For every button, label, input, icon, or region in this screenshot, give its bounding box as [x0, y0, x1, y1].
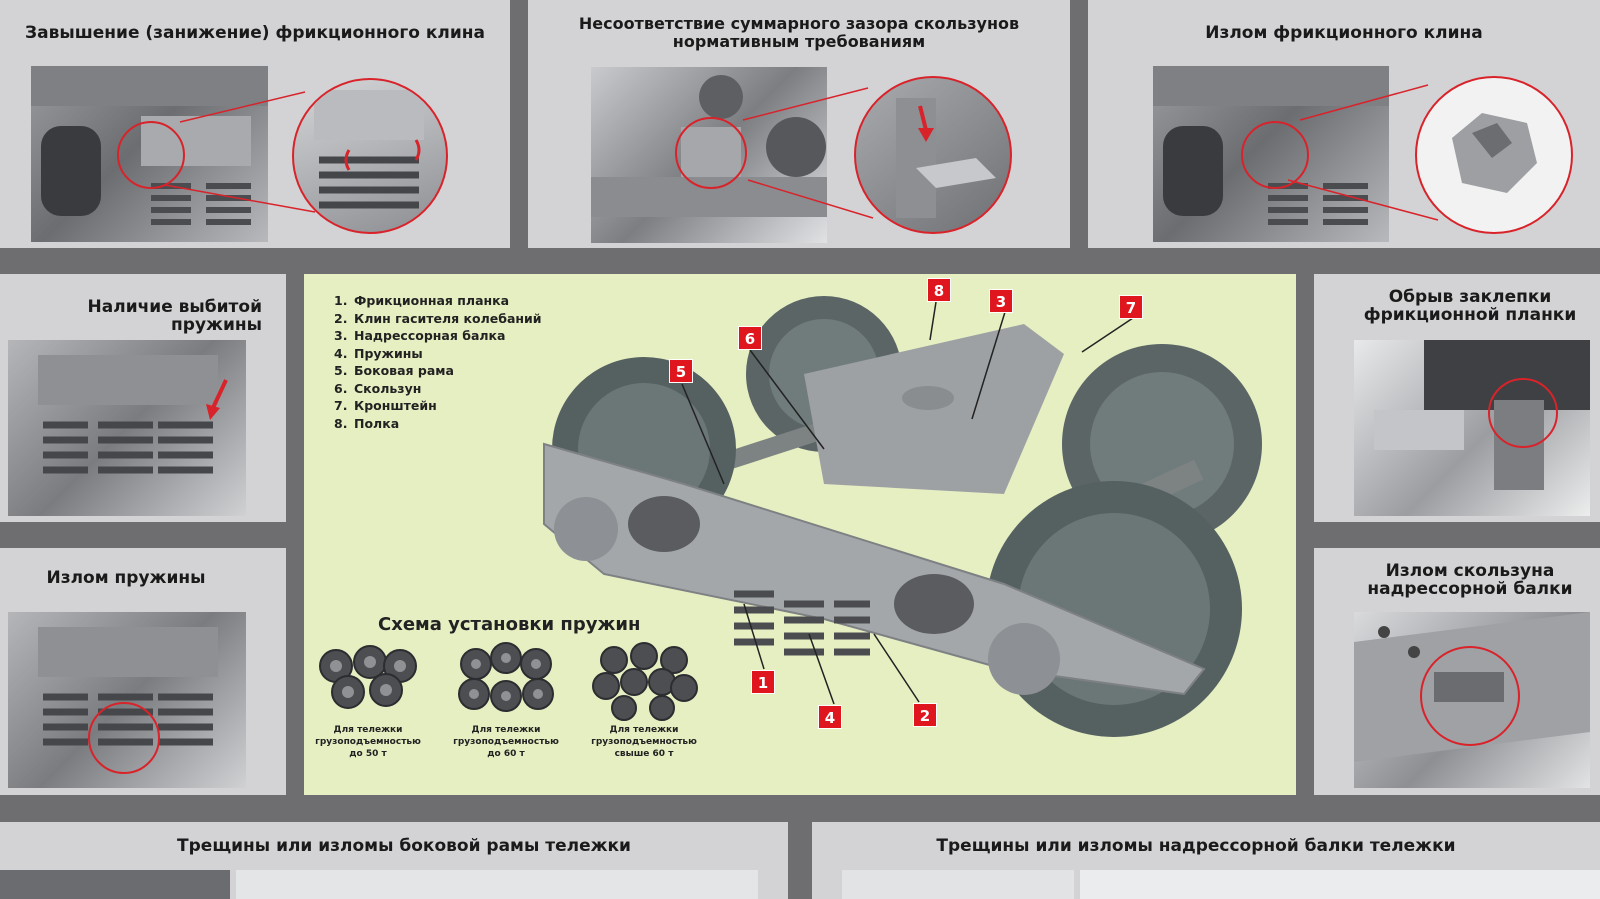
panel-title: Излом скользуна надрессорной балки: [1367, 561, 1573, 599]
legend-item: 6.Скользун: [334, 380, 422, 396]
highlight-circle: [1420, 646, 1520, 746]
bogie-photo: [1153, 66, 1389, 242]
zoom-lines: [1287, 84, 1439, 221]
legend-item: 7.Кронштейн: [334, 398, 437, 413]
spring-scheme-over-60t: Для тележки грузоподъемностью свыше 60 т: [584, 634, 704, 760]
spring-scheme-50t: Для тележки грузоподъемностью до 50 т: [308, 634, 428, 760]
bogie-illustration: [543, 296, 1262, 737]
panel-title: Трещины или изломы боковой рамы тележки: [177, 836, 631, 856]
highlight-circle: [1488, 378, 1558, 448]
part-badge-4: 4: [818, 705, 842, 729]
part-badge-6: 6: [738, 326, 762, 350]
bogie-photo: [1354, 612, 1590, 788]
spring-scheme-60t: Для тележки грузоподъемностью до 60 т: [446, 634, 566, 760]
part-badge-1: 1: [751, 670, 775, 694]
bogie-photo: [591, 67, 827, 243]
bogie-photo: [1080, 870, 1600, 899]
panel-title: Наличие выбитой пружины: [87, 297, 262, 335]
part-badge-7: 7: [1119, 295, 1143, 319]
part-badge-2: 2: [913, 703, 937, 727]
panel-title: Излом фрикционного клина: [1205, 23, 1483, 43]
panel-title: Завышение (занижение) фрикционного клина: [25, 23, 485, 43]
spring-scheme-caption: Для тележки грузоподъемностью свыше 60 т: [591, 725, 697, 759]
highlight-circle: [1241, 121, 1309, 189]
bogie-photo: [8, 340, 246, 516]
panel-title: Трещины или изломы надрессорной балки те…: [936, 836, 1456, 856]
part-badge-3: 3: [989, 289, 1013, 313]
bogie-diagram: 1.Фрикционная планка 2.Клин гасителя кол…: [304, 274, 1296, 795]
legend-item: 8.Полка: [334, 415, 400, 431]
part-badge-5: 5: [669, 359, 693, 383]
legend-item: 2.Клин гасителя колебаний: [334, 310, 542, 326]
zoom-lines: [164, 91, 316, 213]
highlight-circle: [675, 117, 747, 189]
zoom-circle: [854, 76, 1012, 234]
panel-spring-knocked: Наличие выбитой пружины: [0, 274, 286, 522]
spring-set-icon: [592, 642, 698, 721]
parts-legend: 1.Фрикционная планка 2.Клин гасителя кол…: [334, 292, 542, 432]
spring-set-icon: [319, 645, 417, 709]
spring-closeup: [314, 90, 424, 209]
panel-slider-break: Излом скользуна надрессорной балки: [1314, 548, 1600, 795]
highlight-circle: [88, 702, 160, 774]
bogie-illustration: [31, 66, 268, 225]
spring-illustration: [38, 355, 228, 474]
legend-item: 5.Боковая рама: [334, 363, 454, 378]
panel-slider-gap: Несоответствие суммарного зазора скользу…: [528, 0, 1070, 248]
panel-rivet-break: Обрыв заклепки фрикционной планки: [1314, 274, 1600, 522]
spring-scheme-caption: Для тележки грузоподъемностью до 50 т: [315, 725, 421, 759]
bogie-photo: [8, 612, 246, 788]
bogie-photo: [236, 870, 758, 899]
legend-item: 4.Пружины: [334, 345, 423, 361]
bogie-illustration: [1153, 66, 1389, 225]
zoom-circle: [292, 78, 448, 234]
panel-title: Несоответствие суммарного зазора скользу…: [578, 14, 1020, 51]
panel-bolster-cracks: Трещины или изломы надрессорной балки те…: [812, 822, 1600, 899]
spring-scheme-caption: Для тележки грузоподъемностью до 60 т: [453, 725, 559, 759]
legend-item: 3.Надрессорная балка: [334, 328, 506, 343]
bogie-photo: [0, 870, 230, 899]
schema-title: Схема установки пружин: [378, 614, 641, 635]
spring-set-icon: [458, 642, 554, 712]
bogie-photo: [31, 66, 268, 242]
bogie-photo: [1354, 340, 1590, 516]
panel-title: Излом пружины: [46, 568, 206, 588]
panel-wedge-break: Излом фрикционного клина: [1088, 0, 1600, 248]
legend-item: 1.Фрикционная планка: [334, 293, 510, 308]
slider-closeup: [896, 98, 996, 218]
part-badge-8: 8: [927, 278, 951, 302]
bogie-photo: [842, 870, 1074, 899]
panel-spring-break: Излом пружины: [0, 548, 286, 795]
panel-side-frame-cracks: Трещины или изломы боковой рамы тележки: [0, 822, 788, 899]
zoom-circle: [1415, 76, 1573, 234]
panel-wedge-height: Завышение (занижение) фрикционного клина: [0, 0, 510, 248]
zoom-lines: [742, 87, 874, 219]
wedge-closeup: [1452, 113, 1537, 193]
panel-title: Обрыв заклепки фрикционной планки: [1363, 287, 1577, 325]
highlight-circle: [117, 121, 185, 189]
